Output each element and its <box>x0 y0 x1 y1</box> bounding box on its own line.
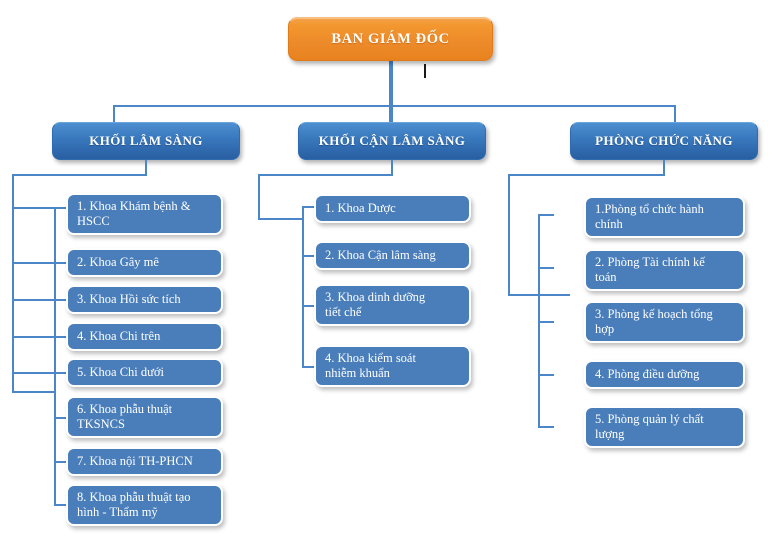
connector-canlamsang-leaf-4 <box>302 366 318 368</box>
node-label: 7. Khoa nội TH-PHCN <box>77 454 193 469</box>
node-chuc-nang-5[interactable]: 5. Phòng quản lý chất lượng <box>584 406 745 448</box>
connector-lamsang-outer-top <box>12 174 147 176</box>
connector-chucnang-leaf-5 <box>538 426 554 428</box>
node-khoi-lam-sang[interactable]: KHỐI LÂM SÀNG <box>52 122 240 160</box>
node-label: KHỐI LÂM SÀNG <box>89 133 203 148</box>
connector-canlamsang-inner-spine <box>302 206 304 368</box>
connector-chucnang-stem <box>663 160 665 175</box>
connector-lamsang-outer-spine <box>12 174 14 393</box>
node-chuc-nang-2[interactable]: 2. Phòng Tài chính kế toán <box>584 249 745 291</box>
connector-lamsang-leaf-8 <box>54 504 70 506</box>
connector-canlamsang-outer-bottom <box>258 218 304 220</box>
connector-lamsang-leaf-3 <box>12 299 70 301</box>
node-label: 3. Phòng kế hoạch tổng hợp <box>595 307 713 336</box>
connector-chucnang-leaf-4 <box>538 374 554 376</box>
connector-lamsang-stem <box>145 160 147 175</box>
node-label: 1.Phòng tổ chức hành chính <box>595 202 704 231</box>
node-chuc-nang-3[interactable]: 3. Phòng kế hoạch tổng hợp <box>584 301 745 343</box>
connector-canlamsang-outer-top <box>258 174 393 176</box>
node-label: 2. Phòng Tài chính kế toán <box>595 255 705 284</box>
node-label: 5. Khoa Chi dưới <box>77 365 164 380</box>
node-label: 6. Khoa phẫu thuật TKSNCS <box>77 402 173 431</box>
connector-lamsang-outer-bottom <box>12 391 55 393</box>
connector-lamsang-leaf-7 <box>54 461 70 463</box>
node-label: 4. Khoa kiểm soát nhiễm khuẩn <box>325 351 416 380</box>
node-lam-sang-4[interactable]: 4. Khoa Chi trên <box>66 322 223 351</box>
node-lam-sang-3[interactable]: 3. Khoa Hồi sức tích <box>66 285 223 314</box>
node-label: 2. Khoa Gây mê <box>77 255 159 270</box>
node-label: 4. Phòng điều dưỡng <box>595 367 700 382</box>
node-can-lam-sang-3[interactable]: 3. Khoa dinh dưỡng tiết chế <box>314 284 471 326</box>
node-lam-sang-2[interactable]: 2. Khoa Gây mê <box>66 248 223 277</box>
connector-lamsang-leaf-5 <box>12 372 70 374</box>
connector-chucnang-leaf-3 <box>538 321 554 323</box>
node-lam-sang-6[interactable]: 6. Khoa phẫu thuật TKSNCS <box>66 396 223 438</box>
node-lam-sang-8[interactable]: 8. Khoa phẫu thuật tạo hình - Thẩm mỹ <box>66 484 223 526</box>
connector-drop-khoi-can-lam-sang <box>389 105 393 123</box>
node-phong-chuc-nang[interactable]: PHÒNG CHỨC NĂNG <box>570 122 758 160</box>
node-label: 1. Khoa Dược <box>325 201 396 216</box>
node-label: 4. Khoa Chi trên <box>77 329 161 344</box>
node-chuc-nang-4[interactable]: 4. Phòng điều dưỡng <box>584 360 745 389</box>
connector-level2-bus <box>113 105 676 107</box>
node-khoi-can-lam-sang[interactable]: KHỐI CẬN LÂM SÀNG <box>298 122 486 160</box>
node-lam-sang-1[interactable]: 1. Khoa Khám bệnh & HSCC <box>66 193 223 235</box>
node-label: 3. Khoa dinh dưỡng tiết chế <box>325 290 426 319</box>
node-label: BAN GIÁM ĐỐC <box>331 31 450 47</box>
node-lam-sang-7[interactable]: 7. Khoa nội TH-PHCN <box>66 447 223 476</box>
node-lam-sang-5[interactable]: 5. Khoa Chi dưới <box>66 358 223 387</box>
node-can-lam-sang-2[interactable]: 2. Khoa Cận lâm sàng <box>314 241 471 270</box>
connector-canlamsang-outer-spine <box>258 174 260 220</box>
connector-lamsang-leaf-2 <box>12 262 70 264</box>
node-chuc-nang-1[interactable]: 1.Phòng tổ chức hành chính <box>584 196 745 238</box>
node-label: 1. Khoa Khám bệnh & HSCC <box>77 199 191 228</box>
node-label: 2. Khoa Cận lâm sàng <box>325 248 436 263</box>
connector-lamsang-leaf-4 <box>12 336 70 338</box>
node-label: KHỐI CẬN LÂM SÀNG <box>318 133 466 148</box>
connector-lamsang-leaf-1 <box>12 207 70 209</box>
connector-canlamsang-leaf-1 <box>302 206 318 208</box>
connector-drop-phong-chuc-nang <box>674 105 676 123</box>
node-label: PHÒNG CHỨC NĂNG <box>595 133 733 148</box>
text-cursor-artifact <box>424 64 426 78</box>
node-label: 5. Phòng quản lý chất lượng <box>595 412 704 441</box>
connector-lamsang-leaf-6 <box>54 417 70 419</box>
connector-canlamsang-leaf-2 <box>302 255 318 257</box>
node-label: 8. Khoa phẫu thuật tạo hình - Thẩm mỹ <box>77 490 191 519</box>
connector-chucnang-outer-top <box>508 174 665 176</box>
connector-chucnang-leaf-2 <box>538 267 554 269</box>
connector-chucnang-outer-spine <box>508 174 510 296</box>
node-can-lam-sang-1[interactable]: 1. Khoa Dược <box>314 194 471 223</box>
node-label: 3. Khoa Hồi sức tích <box>77 292 181 307</box>
connector-chucnang-leaf-1 <box>538 214 554 216</box>
connector-lamsang-inner-spine <box>54 207 56 505</box>
node-ban-giam-doc[interactable]: BAN GIÁM ĐỐC <box>288 17 493 61</box>
node-can-lam-sang-4[interactable]: 4. Khoa kiểm soát nhiễm khuẩn <box>314 345 471 387</box>
connector-canlamsang-stem <box>391 160 393 175</box>
connector-root-stem <box>389 60 393 107</box>
connector-drop-khoi-lam-sang <box>113 105 115 123</box>
connector-canlamsang-leaf-3 <box>302 305 318 307</box>
